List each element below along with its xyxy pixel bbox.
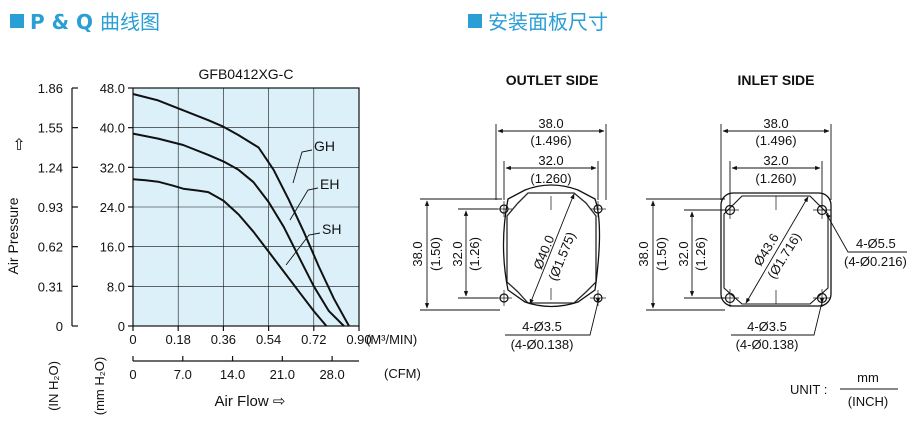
chart-title: GFB0412XG-C bbox=[199, 66, 294, 82]
inh2o-tick-label: 1.24 bbox=[38, 160, 63, 175]
inlet-heading: INLET SIDE bbox=[737, 72, 814, 88]
y-unit-mmh2o: (mm H₂O) bbox=[92, 357, 107, 415]
series-eh-leader bbox=[289, 187, 319, 221]
pq-title-suffix: 曲线图 bbox=[100, 10, 160, 34]
outlet-frame bbox=[502, 184, 601, 308]
inlet-height-mm: 38.0 bbox=[636, 241, 651, 266]
outlet-height-in: (1.50) bbox=[428, 237, 443, 271]
m3-tick-label: 0.90 bbox=[346, 332, 371, 347]
mmh2o-tick-label: 40.0 bbox=[100, 121, 125, 136]
inlet-pitch-mm: 32.0 bbox=[763, 153, 788, 168]
outlet-dimension-lines bbox=[420, 124, 607, 336]
series-eh-label: EH bbox=[320, 176, 339, 192]
series-gh-label: GH bbox=[314, 138, 335, 154]
mmh2o-tick-label: 24.0 bbox=[100, 200, 125, 215]
up-arrow-icon: ⇧ bbox=[12, 137, 25, 154]
blue-square-icon bbox=[10, 14, 24, 28]
series-sh-line bbox=[132, 178, 328, 327]
y-unit-inh2o: (IN H₂O) bbox=[46, 361, 61, 411]
inlet-hole-mm: 4-Ø3.5 bbox=[747, 319, 787, 334]
inlet-vpitch-in: (1.26) bbox=[693, 237, 708, 271]
x-unit-cfm: (CFM) bbox=[384, 366, 421, 381]
mounting-title: 安装面板尺寸 bbox=[468, 6, 608, 35]
inh2o-axis: 1.86 1.55 1.24 0.93 0.62 0.31 0 bbox=[38, 81, 78, 334]
outlet-heading: OUTLET SIDE bbox=[506, 72, 599, 88]
x-axis-label: Air Flow ⇨ bbox=[215, 393, 286, 410]
series-gh-leader bbox=[292, 149, 313, 184]
outlet-vpitch-mm: 32.0 bbox=[450, 241, 465, 266]
blue-square-icon bbox=[468, 14, 482, 28]
series-gh-line bbox=[132, 93, 350, 327]
inlet-width-mm: 38.0 bbox=[763, 116, 788, 131]
inlet-hole-in: (4-Ø0.138) bbox=[736, 337, 799, 352]
cfm-tick-label: 21.0 bbox=[270, 367, 295, 382]
outlet-width-mm: 38.0 bbox=[538, 116, 563, 131]
cfm-tick-label: 0 bbox=[129, 367, 136, 382]
m3-tick-label: 0.54 bbox=[256, 332, 281, 347]
series-sh-leader bbox=[285, 232, 321, 266]
y-axis-label: Air Pressure bbox=[5, 197, 21, 274]
mmh2o-tick-label: 48.0 bbox=[100, 81, 125, 96]
inlet-octagon bbox=[723, 195, 829, 305]
outlet-hole-mm: 4-Ø3.5 bbox=[522, 319, 562, 334]
inlet-pitch-in: (1.260) bbox=[755, 171, 796, 186]
outlet-octagon bbox=[506, 192, 597, 304]
unit-inch: (INCH) bbox=[848, 394, 888, 409]
mmh2o-tick-label: 8.0 bbox=[107, 279, 125, 294]
chart-grid bbox=[133, 88, 359, 326]
inh2o-tick-label: 0.31 bbox=[38, 279, 63, 294]
outlet-pitch-in: (1.260) bbox=[530, 171, 571, 186]
cfm-tick-label: 7.0 bbox=[174, 367, 192, 382]
inh2o-tick-label: 0.93 bbox=[38, 200, 63, 215]
outlet-side-drawing: OUTLET SIDE 38.0 (1.496) 3 bbox=[410, 72, 607, 352]
outlet-vpitch-in: (1.26) bbox=[467, 237, 482, 271]
mmh2o-tick-label: 0 bbox=[118, 319, 125, 334]
m3-tick-label: 0.72 bbox=[301, 332, 326, 347]
inh2o-tick-label: 0 bbox=[56, 319, 63, 334]
inlet-width-in: (1.496) bbox=[755, 133, 796, 148]
outlet-width-in: (1.496) bbox=[530, 133, 571, 148]
inh2o-tick-label: 0.62 bbox=[38, 240, 63, 255]
unit-mm: mm bbox=[857, 370, 879, 385]
mmh2o-tick-label: 32.0 bbox=[100, 160, 125, 175]
inlet-dimension-lines bbox=[646, 124, 907, 336]
inlet-hole2-mm: 4-Ø5.5 bbox=[856, 236, 896, 251]
inh2o-tick-label: 1.86 bbox=[38, 81, 63, 96]
m3-tick-label: 0.36 bbox=[211, 332, 236, 347]
pq-curve-title: P & Q 曲线图 bbox=[10, 6, 160, 35]
inh2o-tick-label: 1.55 bbox=[38, 121, 63, 136]
chart-curves: GH EH SH bbox=[132, 93, 350, 327]
x-axis-cfm: 0 7.0 14.0 21.0 28.0 bbox=[129, 356, 345, 382]
inlet-vpitch-mm: 32.0 bbox=[676, 241, 691, 266]
cfm-tick-label: 14.0 bbox=[220, 367, 245, 382]
outlet-height-mm: 38.0 bbox=[410, 241, 425, 266]
outlet-hole-in: (4-Ø0.138) bbox=[511, 337, 574, 352]
x-axis-m3: 0 0.18 0.36 0.54 0.72 0.90 bbox=[129, 326, 372, 347]
inlet-height-in: (1.50) bbox=[654, 237, 669, 271]
series-sh-label: SH bbox=[322, 221, 341, 237]
series-eh-line bbox=[132, 132, 345, 327]
inlet-side-drawing: INLET SIDE 38.0 bbox=[636, 72, 907, 352]
mmh2o-tick-label: 16.0 bbox=[100, 240, 125, 255]
unit-legend: UNIT : mm (INCH) bbox=[790, 370, 898, 409]
mmh2o-axis: 48.0 40.0 32.0 24.0 16.0 8.0 0 bbox=[100, 81, 133, 334]
pq-chart: GH EH SH GFB0412XG-C 1.86 1.55 1.24 0.93 0.62 0… bbox=[5, 66, 421, 415]
cfm-tick-label: 28.0 bbox=[319, 367, 344, 382]
m3-tick-label: 0.18 bbox=[166, 332, 191, 347]
outlet-pitch-mm: 32.0 bbox=[538, 153, 563, 168]
unit-label: UNIT : bbox=[790, 382, 827, 397]
inlet-hole2-in: (4-Ø0.216) bbox=[844, 254, 907, 269]
pq-title-prefix: P & Q bbox=[30, 10, 100, 34]
inlet-frame bbox=[720, 192, 832, 307]
mounting-title-text: 安装面板尺寸 bbox=[488, 10, 608, 34]
x-unit-m3: (M³/MIN) bbox=[366, 332, 417, 347]
m3-tick-label: 0 bbox=[129, 332, 136, 347]
